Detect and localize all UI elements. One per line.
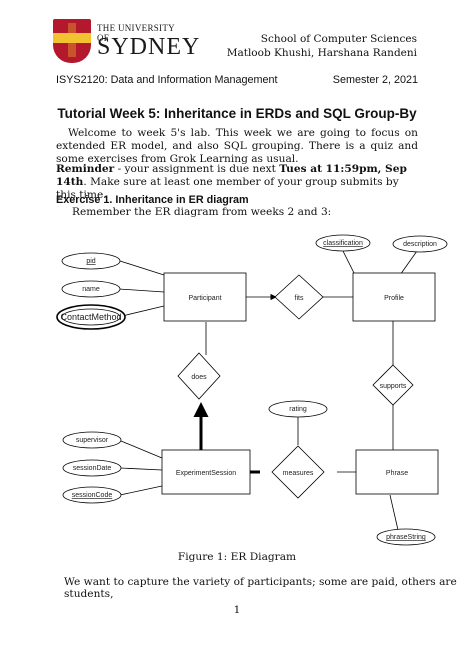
relationship-supports — [372, 364, 414, 406]
logo-big-text: SYDNEY — [97, 34, 201, 60]
relationship-fits — [274, 274, 324, 320]
attr-pid-label: pid — [86, 258, 95, 265]
rel-does-label: does — [191, 374, 207, 381]
figure-caption: Figure 1: ER Diagram — [177, 551, 297, 563]
logo-small-text: THE UNIVERSITY OF — [97, 23, 175, 43]
rel-fits-label: fits — [295, 295, 304, 302]
attr-supervisor-label: supervisor — [76, 437, 109, 444]
authors: Matloob Khushi, Harshana Randeni — [226, 47, 417, 59]
entity-profile-label: Profile — [384, 295, 404, 302]
reminder-due: Tues at 11:59pm, Sep 14th — [56, 163, 407, 188]
erd-bold-connectors — [193, 402, 260, 474]
entity-phrase-label: Phrase — [386, 470, 408, 477]
attr-contact-label: ContactMethod — [60, 312, 121, 322]
semester: Semester 2, 2021 — [332, 74, 418, 86]
university-logo: THE UNIVERSITY OF SYDNEY — [53, 19, 199, 63]
course-row: ISYS2120: Data and Information Managemen… — [56, 74, 418, 86]
relationship-measures — [271, 445, 325, 499]
entity-participant — [163, 272, 247, 322]
attr-rating — [268, 400, 328, 418]
attr-name-label: name — [82, 286, 100, 293]
attr-pid — [61, 252, 121, 270]
attr-contact-method — [56, 304, 126, 330]
attr-classification — [315, 234, 371, 252]
relationship-does — [177, 352, 221, 400]
exercise-intro: Remember the ER diagram from weeks 2 and… — [72, 206, 332, 218]
reminder-text-before: - your assignment is due next — [114, 163, 280, 175]
reminder-label: Reminder — [56, 163, 115, 175]
attr-name — [61, 280, 121, 298]
entity-profile — [352, 272, 436, 322]
exercise-title: Exercise 1. Inheritance in ER diagram — [56, 194, 249, 206]
school-name: School of Computer Sciences — [260, 33, 417, 45]
attr-classification-label: classification — [323, 240, 363, 247]
course-code: ISYS2120: Data and Information Managemen… — [56, 74, 278, 86]
attr-phrase-string-label: phraseString — [386, 534, 426, 541]
entity-experiment-session — [161, 449, 251, 495]
attr-session-code-label: sessionCode — [72, 492, 113, 499]
reminder-text-after: . Make sure at least one member of your … — [56, 176, 399, 201]
attr-supervisor — [62, 431, 122, 449]
rel-supports-label: supports — [380, 383, 407, 390]
attr-phrase-string — [376, 528, 436, 546]
entity-phrase — [355, 449, 439, 495]
page-title: Tutorial Week 5: Inheritance in ERDs and… — [57, 106, 417, 121]
reminder-paragraph: Reminder - your assignment is due next T… — [56, 163, 418, 202]
attr-session-date-label: sessionDate — [73, 465, 112, 472]
entity-session-label: ExperimentSession — [176, 470, 236, 477]
body-text: We want to capture the variety of partic… — [64, 576, 457, 600]
crest-icon — [53, 19, 91, 63]
attr-session-date — [62, 459, 122, 477]
entity-participant-label: Participant — [188, 295, 221, 302]
attr-description-label: description — [403, 241, 437, 248]
intro-text: Welcome to week 5's lab. This week we ar… — [56, 127, 418, 165]
attr-description — [392, 235, 448, 253]
header-right: School of Computer Sciences Matloob Khus… — [227, 32, 417, 60]
page-number: 1 — [233, 604, 241, 616]
erd-connectors — [117, 250, 418, 531]
attr-rating-label: rating — [289, 406, 307, 413]
intro-paragraph: Welcome to week 5's lab. This week we ar… — [56, 127, 418, 166]
rel-measures-label: measures — [283, 470, 314, 477]
attr-session-code — [62, 486, 122, 504]
